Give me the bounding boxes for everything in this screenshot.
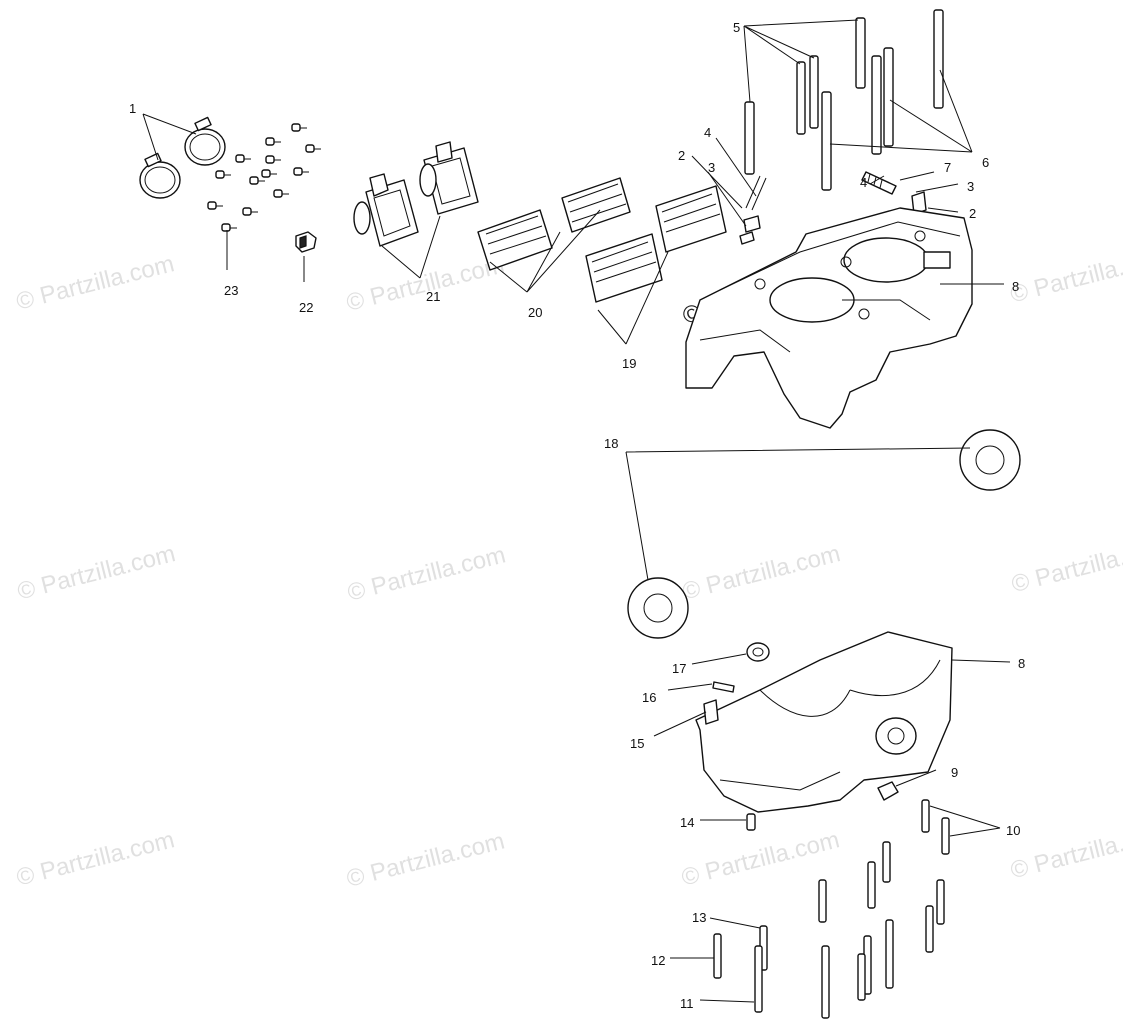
watermark: © Partzilla.com [345, 541, 508, 606]
watermark: © Partzilla.com [1008, 819, 1123, 884]
small-fittings [739, 171, 927, 245]
crankcase-bolts [713, 799, 950, 1019]
callout-7: 7 [944, 160, 951, 175]
callout-23: 23 [224, 283, 238, 298]
hose-clamps [139, 116, 226, 199]
callout-21: 21 [426, 289, 440, 304]
callout-13: 13 [692, 910, 706, 925]
leader-lines [142, 19, 1011, 1003]
callout-22: 22 [299, 300, 313, 315]
callout-4-upper: 4 [704, 125, 711, 140]
callout-19: 19 [622, 356, 636, 371]
callout-3-lower: 3 [967, 179, 974, 194]
callout-8-lower: 8 [1018, 656, 1025, 671]
upper-crankcase [685, 207, 973, 429]
callout-16: 16 [642, 690, 656, 705]
callout-labels: 1 23 22 21 20 19 5 6 4 2 3 7 4 3 2 8 18 … [129, 20, 1025, 1011]
callout-20: 20 [528, 305, 542, 320]
watermark: © Partzilla.com [13, 250, 176, 315]
callout-12: 12 [651, 953, 665, 968]
callout-10: 10 [1006, 823, 1020, 838]
callout-11: 11 [680, 996, 694, 1011]
callout-15: 15 [630, 736, 644, 751]
bearing-and-dowel [712, 642, 770, 693]
reed-valves [477, 177, 631, 271]
callout-1: 1 [129, 101, 136, 116]
callout-3-upper: 3 [708, 160, 715, 175]
callout-6: 6 [982, 155, 989, 170]
cylinder-studs [744, 9, 944, 191]
watermark-layer: © Partzilla.com © Partzilla.com © Partzi… [13, 243, 1123, 893]
small-screws [207, 123, 321, 232]
intake-adapters [353, 141, 479, 247]
watermark: © Partzilla.com [680, 540, 843, 605]
watermark: © Partzilla.com [344, 828, 507, 893]
watermark: © Partzilla.com [679, 826, 842, 891]
callout-8-upper: 8 [1012, 279, 1019, 294]
watermark: © Partzilla.com [1008, 243, 1123, 308]
watermark: © Partzilla.com [14, 826, 177, 891]
callout-2-lower: 2 [969, 206, 976, 221]
watermark: © Partzilla.com [15, 540, 178, 605]
reed-blocks [585, 185, 727, 303]
callout-5: 5 [733, 20, 740, 35]
callout-14: 14 [680, 815, 694, 830]
lower-crankcase [695, 631, 953, 813]
callout-2-upper: 2 [678, 148, 685, 163]
callout-17: 17 [672, 661, 686, 676]
crank-seals [627, 429, 1021, 639]
clip [295, 231, 317, 253]
callout-18: 18 [604, 436, 618, 451]
callout-4-lower: 4 [860, 175, 867, 190]
drain-plug [877, 781, 899, 801]
callout-9: 9 [951, 765, 958, 780]
watermark: © Partzilla.com [1009, 533, 1123, 598]
